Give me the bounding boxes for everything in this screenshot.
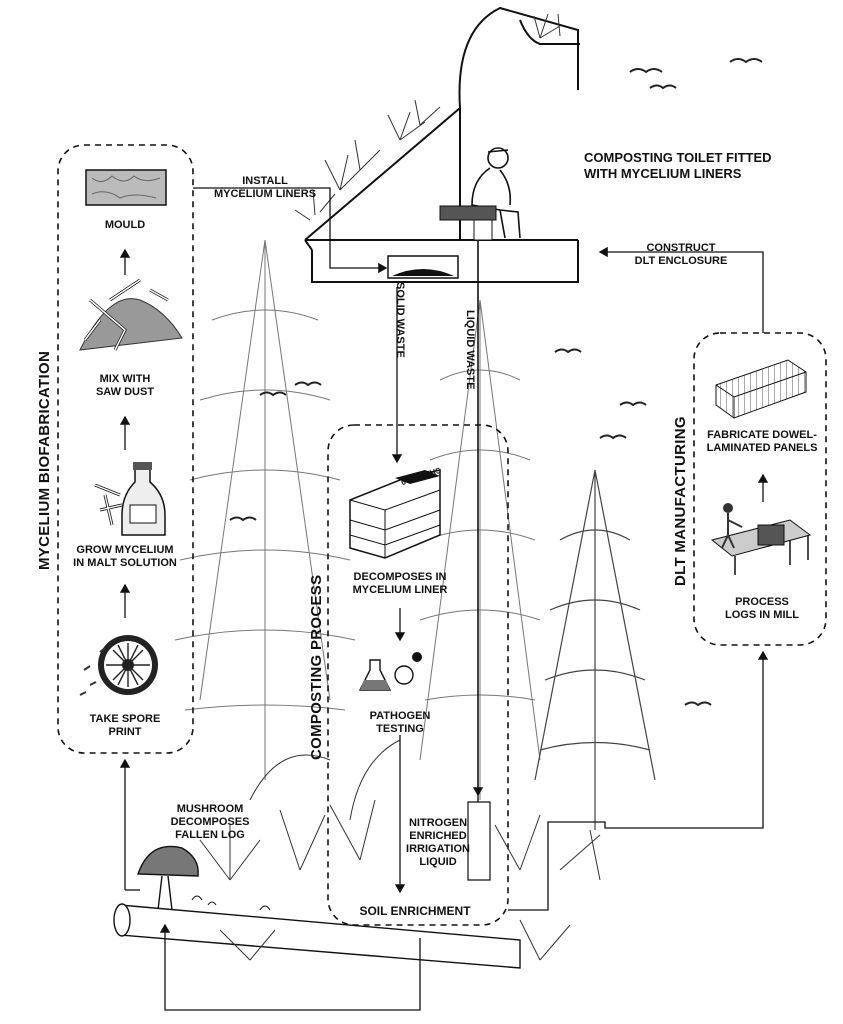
label-decomposes: DECOMPOSES IN MYCELIUM LINER bbox=[352, 571, 448, 596]
label-fabricate: FABRICATE DOWEL- LAMINATED PANELS bbox=[706, 429, 818, 454]
spore-print-icon bbox=[79, 635, 158, 696]
lab-flask-icon bbox=[358, 652, 422, 691]
mushroom-icon bbox=[137, 845, 271, 911]
section-title-composting: COMPOSTING PROCESS bbox=[308, 574, 325, 760]
sawmill-icon bbox=[710, 503, 812, 575]
label-liquid-waste: LIQUID WASTE bbox=[464, 310, 476, 390]
label-install: INSTALL MYCELIUM LINERS bbox=[213, 175, 317, 200]
label-mix: MIX WITH SAW DUST bbox=[95, 373, 155, 398]
sawdust-mycelium-icon bbox=[79, 278, 183, 351]
label-soil: SOIL ENRICHMENT bbox=[359, 904, 471, 918]
dlt-panel-icon bbox=[715, 359, 807, 419]
label-grow: GROW MYCELIUM IN MALT SOLUTION bbox=[73, 544, 177, 569]
dlt-box bbox=[693, 332, 827, 646]
tree-icon bbox=[534, 469, 656, 830]
composting-toilet-house bbox=[304, 6, 580, 283]
compost-bins-icon bbox=[349, 469, 441, 559]
composting-box bbox=[327, 424, 509, 926]
label-construct: CONSTRUCT DLT ENCLOSURE bbox=[634, 242, 728, 267]
label-mould: MOULD bbox=[104, 219, 146, 231]
roof-plants bbox=[294, 13, 561, 221]
bird-icon bbox=[229, 58, 763, 707]
tree-icon bbox=[419, 299, 541, 800]
label-nitrogen: NITROGEN ENRICHED IRRIGATION LIQUID bbox=[406, 817, 470, 868]
flow-arrows bbox=[119, 187, 769, 1011]
ground-plants bbox=[199, 739, 601, 961]
section-title-dlt: DLT MANUFACTURING bbox=[672, 416, 689, 586]
label-process: PROCESS LOGS IN MILL bbox=[725, 596, 799, 621]
label-mushroom: MUSHROOM DECOMPOSES FALLEN LOG bbox=[170, 803, 250, 841]
tree-icon bbox=[174, 239, 356, 780]
label-toilet: COMPOSTING TOILET FITTED WITH MYCELIUM L… bbox=[584, 150, 772, 181]
mycelium-box bbox=[57, 144, 194, 754]
mould-tray-icon bbox=[85, 169, 167, 206]
label-spore: TAKE SPORE PRINT bbox=[89, 713, 161, 738]
label-pathogen: PATHOGEN TESTING bbox=[369, 710, 431, 735]
malt-bottle-icon bbox=[94, 462, 166, 536]
label-solid-waste: SOLID WASTE bbox=[394, 282, 406, 358]
section-title-mycelium: MYCELIUM BIOFABRICATION bbox=[36, 350, 53, 570]
